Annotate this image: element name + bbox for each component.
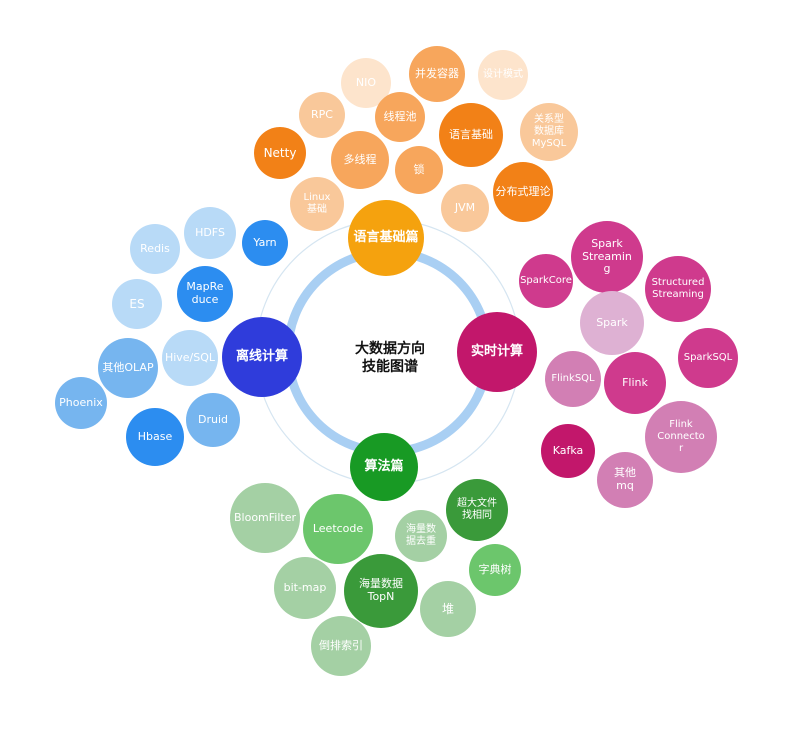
bubble-lang-basics: 语言基础 [439, 103, 503, 167]
bubble-bloom-filter: BloomFilter [230, 483, 300, 553]
bubble-hbase: Hbase [126, 408, 184, 466]
center-title: 大数据方向 技能图谱 [355, 341, 425, 376]
bubble-hub-language: 语言基础篇 [348, 200, 424, 276]
bubble-spark-core: SparkCore [519, 254, 573, 308]
bubble-concurrent-container: 并发容器 [409, 46, 465, 102]
bubble-yarn: Yarn [242, 220, 288, 266]
bubble-topn: 海量数据 TopN [344, 554, 418, 628]
bubble-trie: 字典树 [469, 544, 521, 596]
bubble-netty: Netty [254, 127, 306, 179]
bubble-rpc: RPC [299, 92, 345, 138]
bubble-linux-basics: Linux 基础 [290, 177, 344, 231]
bubble-distributed-theory: 分布式理论 [493, 162, 553, 222]
bubble-design-pattern: 设计模式 [478, 50, 528, 100]
bubble-bitmap: bit-map [274, 557, 336, 619]
bubble-jvm: JVM [441, 184, 489, 232]
bubble-druid: Druid [186, 393, 240, 447]
bubble-redis: Redis [130, 224, 180, 274]
bubble-other-mq: 其他 mq [597, 452, 653, 508]
bubble-hub-algorithm: 算法篇 [350, 433, 418, 501]
bubble-big-file: 超大文件 找相同 [446, 479, 508, 541]
bubble-multithread: 多线程 [331, 131, 389, 189]
bubble-hdfs: HDFS [184, 207, 236, 259]
bubble-spark-sql: SparkSQL [678, 328, 738, 388]
bubble-hive-sql: Hive/SQL [162, 330, 218, 386]
bubble-spark-streaming: Spark Streamin g [571, 221, 643, 293]
bubble-lock: 锁 [395, 146, 443, 194]
bubble-flink-sql: FlinkSQL [545, 351, 601, 407]
bubble-es: ES [112, 279, 162, 329]
bubble-flink-connector: Flink Connecto r [645, 401, 717, 473]
bubble-spark: Spark [580, 291, 644, 355]
bubble-kafka: Kafka [541, 424, 595, 478]
bubble-thread-pool: 线程池 [375, 92, 425, 142]
bubble-inverted-index: 倒排索引 [311, 616, 371, 676]
bubble-hub-offline: 离线计算 [222, 317, 302, 397]
bubble-phoenix: Phoenix [55, 377, 107, 429]
bubble-flink: Flink [604, 352, 666, 414]
bubble-dedup: 海量数 据去重 [395, 510, 447, 562]
bubble-leetcode: Leetcode [303, 494, 373, 564]
bubble-heap: 堆 [420, 581, 476, 637]
bubble-structured-streaming: Structured Streaming [645, 256, 711, 322]
bubble-other-olap: 其他OLAP [98, 338, 158, 398]
bubble-relational-db: 关系型 数据库 MySQL [520, 103, 578, 161]
bubble-mapreduce: MapRe duce [177, 266, 233, 322]
bubble-hub-realtime: 实时计算 [457, 312, 537, 392]
